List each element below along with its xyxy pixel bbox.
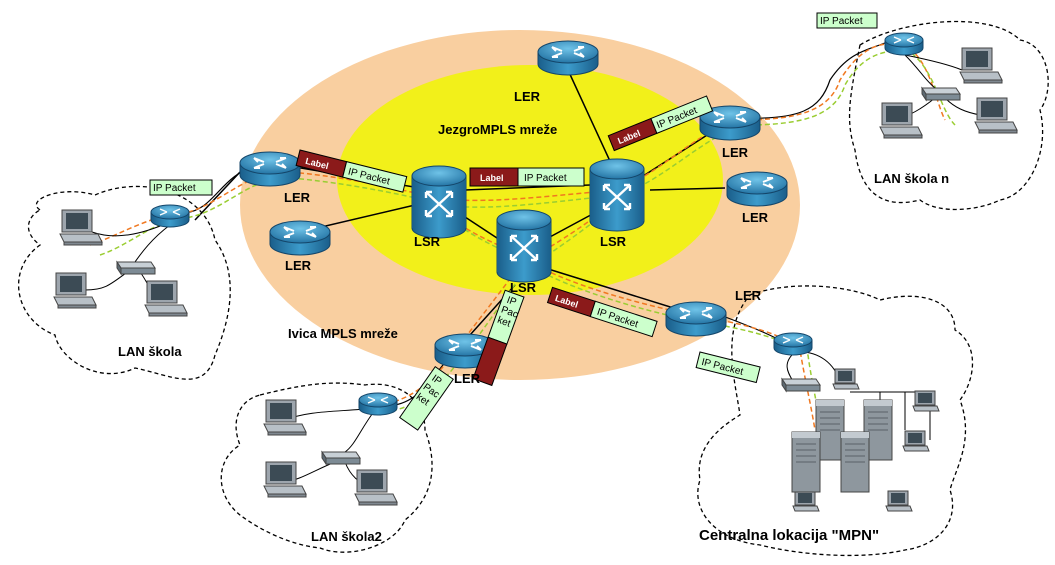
- lan-skola-n-router-icon: [884, 32, 924, 56]
- lan-skola2-pc-icon: [263, 461, 307, 498]
- packet-ip-text: IP Packet: [153, 183, 196, 194]
- ler-southeast-label: LER: [735, 288, 762, 303]
- lan-skola-pc-icon: [144, 280, 188, 317]
- central-site-boundary: [697, 285, 974, 557]
- packet-ip-text: IP Packet: [820, 16, 863, 27]
- ler-east-router-icon: [726, 171, 788, 207]
- central-pc-icon: [832, 368, 860, 390]
- lsr-west-label: LSR: [414, 234, 441, 249]
- lan-skola-pc-icon: [59, 209, 103, 246]
- packet-label-text: Label: [480, 173, 504, 183]
- edge-region-title: Ivica MPLS mreže: [288, 326, 398, 341]
- lan-skola2-label: LAN škola2: [311, 529, 382, 544]
- packet-vertical-ket: ket: [496, 315, 513, 330]
- central-pc-icon: [912, 390, 940, 412]
- packet-lan-skola-n: IP Packet: [816, 12, 878, 29]
- packet-southeast: Label IP Packet: [546, 286, 658, 338]
- lan-skola-n-pc-icon: [974, 97, 1018, 134]
- packet-ip-text: IP Packet: [524, 173, 567, 184]
- lsr-center-switch-icon: [495, 208, 553, 284]
- lan-skola2-pc-icon: [263, 399, 307, 436]
- central-switch-icon: [781, 378, 821, 392]
- central-site-label: Centralna lokacija "MPN": [699, 527, 879, 544]
- ler-east-label: LER: [742, 210, 769, 225]
- lsr-west-switch-icon: [410, 164, 468, 240]
- lan-skola-pc-icon: [53, 272, 97, 309]
- lan-skola-n-pc-icon: [879, 102, 923, 139]
- central-pc-icon: [792, 490, 820, 512]
- lan-skola-n-boundary: [848, 20, 1049, 211]
- packet-south: IP Pac ket: [472, 289, 525, 387]
- packet-lan-skola2: IP Pac ket: [398, 365, 454, 431]
- ler-west-router-icon: [239, 151, 301, 187]
- lan-skola-boundary: [17, 185, 231, 380]
- lan-skola-n-pc-icon: [959, 47, 1003, 84]
- packet-lan-skola: IP Packet: [149, 179, 213, 196]
- ler-top-router-icon: [537, 40, 599, 76]
- server-icon: [840, 431, 870, 493]
- lan-skola-router-icon: [150, 204, 190, 228]
- lan-skola-label: LAN škola: [118, 344, 182, 359]
- lsr-east-label: LSR: [600, 234, 627, 249]
- ler-southwest-router-icon: [269, 220, 331, 256]
- ler-west-label: LER: [284, 190, 311, 205]
- lan-skola2-pc-icon: [354, 469, 398, 506]
- packet-core: Label IP Packet: [469, 167, 585, 187]
- lsr-east-switch-icon: [588, 157, 646, 233]
- packet-central: IP Packet: [695, 351, 761, 384]
- lsr-center-label: LSR: [510, 280, 537, 295]
- ler-south-label: LER: [454, 371, 481, 386]
- lan-skola2-router-icon: [358, 392, 398, 416]
- lan-skola2-hub-icon: [321, 451, 361, 465]
- ler-southwest-label: LER: [285, 258, 312, 273]
- lan-skola-hub-icon: [116, 261, 156, 275]
- packet-vertical-ip: IP: [505, 295, 518, 309]
- ler-southeast-router-icon: [665, 301, 727, 337]
- core-region-title: JezgroMPLS mreže: [438, 122, 557, 137]
- ler-top-label: LER: [514, 89, 541, 104]
- lan-skola-n-hub-icon: [921, 87, 961, 101]
- central-router-icon: [773, 332, 813, 356]
- central-pc-icon: [885, 490, 913, 512]
- central-pc-icon: [902, 430, 930, 452]
- lan-skola2-boundary: [220, 382, 433, 553]
- ler-northeast-label: LER: [722, 145, 749, 160]
- lan-skola-n-label: LAN škola n: [874, 171, 949, 186]
- server-icon: [791, 431, 821, 493]
